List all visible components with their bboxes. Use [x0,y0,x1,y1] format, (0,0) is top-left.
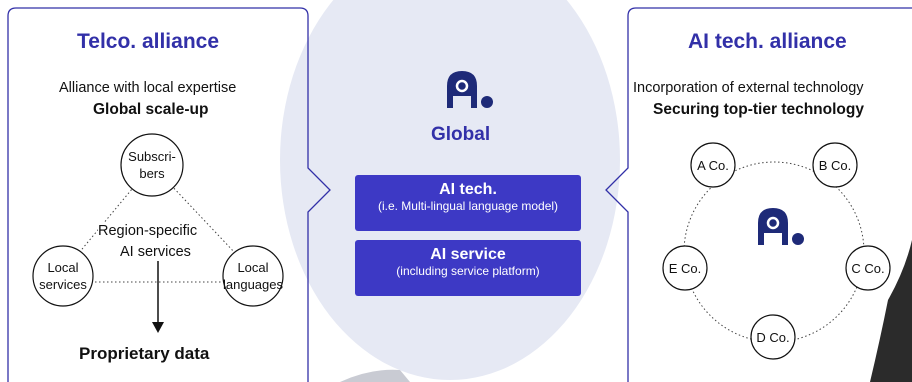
ai-tech-title: AI tech. [439,181,497,198]
company-e: E Co. [668,261,702,276]
right-panel-line1: Incorporation of external technology [633,80,864,96]
node-subscribers-line2: bers [139,166,165,181]
global-label: Global [431,124,491,145]
company-b: B Co. [818,158,852,173]
center-services-line2: AI services [120,243,191,261]
center-services-line1: Region-specific [98,222,198,240]
left-panel-line2: Global scale-up [93,101,209,118]
node-local-services: Local services [33,259,93,293]
left-panel-title: Telco. alliance [77,30,220,53]
proprietary-data-label: Proprietary data [79,344,210,363]
company-c: C Co. [851,261,885,276]
ai-tech-subtitle: (i.e. Multi-lingual language model) [377,199,559,213]
right-logo-icon [758,208,804,245]
center-logo-icon [447,71,493,108]
ai-tech-box: AI tech. (i.e. Multi-lingual language mo… [355,175,581,231]
left-panel-line1: Alliance with local expertise [59,80,237,96]
node-subscribers-line1: Subscri- [128,149,176,164]
right-panel-title: AI tech. alliance [688,30,847,53]
node-local-services-line2: services [39,277,87,292]
ai-service-title: AI service [430,246,506,263]
node-local-languages-line1: Local [237,260,269,275]
node-local-languages-line2: languages [223,277,283,292]
node-local-services-line1: Local [47,260,79,275]
node-local-languages: Local languages [222,259,284,293]
company-d: D Co. [756,330,790,345]
right-panel-line2: Securing top-tier technology [653,101,864,118]
ai-service-box: AI service (including service platform) [355,240,581,296]
node-subscribers: Subscri- bers [121,148,183,182]
ai-service-subtitle: (including service platform) [396,264,540,278]
company-a: A Co. [697,158,729,173]
